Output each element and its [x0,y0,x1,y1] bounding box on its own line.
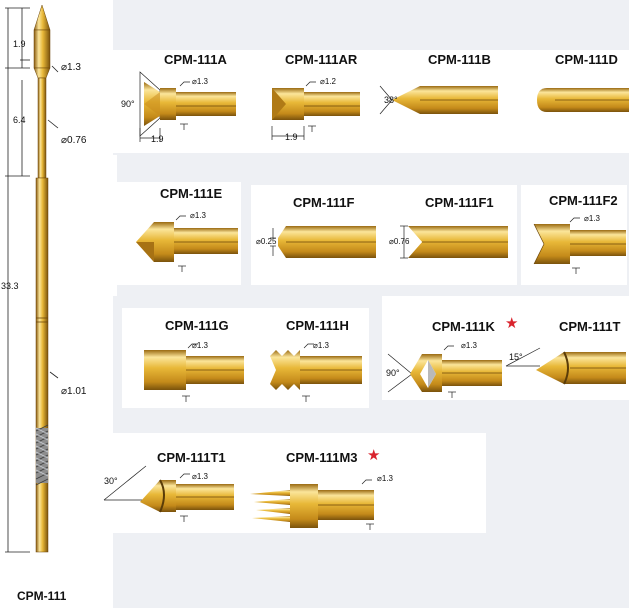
label-cpm-111f1: CPM-111F1 [425,195,494,210]
label-cpm-111f2: CPM-111F2 [549,193,618,208]
dim-t1-angle: 30° [104,476,118,486]
tip-cpm-111f2 [533,217,626,274]
dim-t1-dia: ⌀1.3 [192,472,208,481]
label-cpm-111k: CPM-111K [432,319,495,334]
dim-a-angle: 90° [121,99,135,109]
label-cpm-111f: CPM-111F [293,195,355,210]
dim-f2-dia: ⌀1.3 [584,214,600,223]
panel-gap-e [113,155,117,296]
main-dim-dtip: ⌀1.3 [61,62,81,73]
label-cpm-111t: CPM-111T [559,319,621,334]
label-cpm-111g: CPM-111G [165,318,229,333]
main-dim-dbarrel: ⌀1.01 [61,386,87,397]
star-cpm-111m3: ★ [367,447,381,464]
dim-g-dia: ⌀1.3 [192,341,208,350]
dim-h-dia: ⌀1.3 [313,341,329,350]
dim-m3-dia: ⌀1.3 [377,474,393,483]
label-cpm-111b: CPM-111B [428,52,491,67]
tip-cpm-111f1 [400,225,508,259]
tip-cpm-111m3 [250,479,374,530]
tip-cpm-111t1 [103,465,234,522]
dim-ar-length: 1.9 [285,132,298,142]
dim-a-length: 1.9 [151,134,164,144]
label-cpm-111d: CPM-111D [555,52,618,67]
label-cpm-111t1: CPM-111T1 [157,450,226,465]
dim-k-dia: ⌀1.3 [461,341,477,350]
label-cpm-111a: CPM-111A [164,52,227,67]
dim-f-dia: ⌀0.25 [256,237,277,246]
main-dim-tip: 1.9 [13,39,26,49]
star-cpm-111k: ★ [505,315,519,332]
tip-cpm-111t [505,347,626,385]
label-cpm-111ar: CPM-111AR [285,52,358,67]
label-cpm-111e: CPM-111E [160,186,223,201]
main-probe-label: CPM-111 [17,589,67,603]
dim-f1-dia: ⌀0.76 [389,237,410,246]
dim-b-angle: 38° [384,95,398,105]
dim-t-angle: 15° [509,352,523,362]
main-dim-dneck: ⌀0.76 [61,135,87,146]
tip-cpm-111e [136,215,238,272]
knurl-pattern [35,424,49,486]
main-probe-drawing [5,4,59,553]
label-cpm-111h: CPM-111H [286,318,349,333]
dim-e-dia: ⌀1.3 [190,211,206,220]
main-dim-total: 33.3 [1,281,19,291]
tip-cpm-111d [537,88,629,112]
label-cpm-111m3: CPM-111M3 [286,450,358,465]
tip-cpm-111k [387,345,502,398]
dim-a-dia: ⌀1.3 [192,77,208,86]
dim-ar-dia: ⌀1.2 [320,77,336,86]
tip-cpm-111a [139,71,236,142]
tip-cpm-111f [270,226,376,258]
tip-cpm-111g [144,343,244,402]
dim-k-angle: 90° [386,368,400,378]
tip-cpm-111h [270,343,362,402]
tip-cpm-111ar [271,81,360,140]
main-dim-upper: 6.4 [13,115,26,125]
tip-cpm-111b [379,85,498,115]
